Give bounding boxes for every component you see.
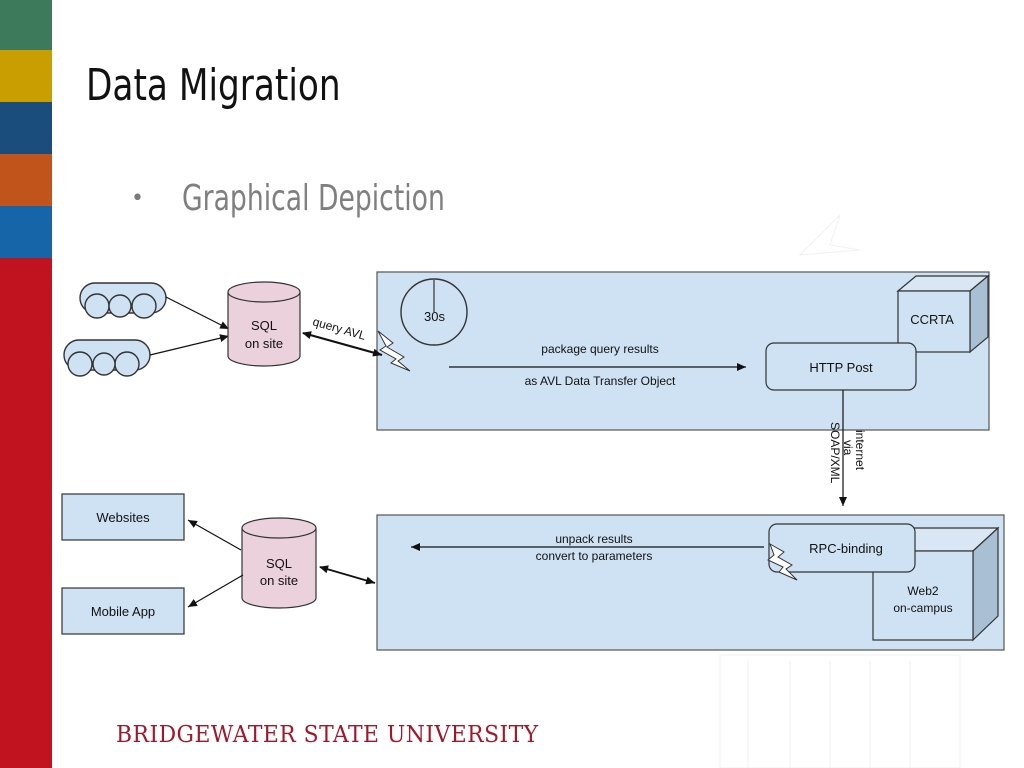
bus-icon [63,339,151,377]
web2-label: Web2 [907,584,938,598]
stripe-blue [0,206,52,258]
svg-text:SOAP/XML: SOAP/XML [828,422,842,484]
stripe-red [0,258,52,768]
bullet-text: Graphical Depiction [182,178,445,219]
svg-text:via: via [841,440,855,456]
database-bottom [241,517,317,609]
transport-label: internet [853,430,867,471]
rpc-binding-box [768,523,916,573]
transport-label: via [841,440,855,456]
ccrta-box [896,274,990,354]
http-post-box [765,342,917,391]
bus-icon [79,282,167,319]
transport-label: SOAP/XML [828,422,842,484]
mobile-app-label: Mobile App [91,604,155,619]
unpack-label: unpack results [555,532,632,546]
ccrta-label: CCRTA [910,312,954,327]
database-bottom-label: SQL [266,556,292,571]
database-bottom-label: on site [260,573,298,588]
unpack-label: convert to parameters [536,549,653,563]
slide-title: Data Migration [86,60,341,111]
university-footer: BRIDGEWATER STATE UNIVERSITY [116,722,539,748]
database-top-label: SQL [251,318,277,333]
timer-label: 30s [424,309,445,324]
package-label: package query results [541,342,658,356]
watermark-tower [719,214,961,768]
lightning-icon [377,330,411,372]
lightning-icon [767,542,798,581]
stripe-green [0,0,52,50]
database-top-label: on site [245,336,283,351]
websites-label: Websites [96,510,150,525]
stripe-navy [0,102,52,154]
mobile-app-box [61,587,185,635]
svg-text:internet: internet [853,430,867,471]
websites-box [61,493,185,541]
database-top [227,281,301,367]
web2-label: on-campus [893,601,952,615]
package-label: as AVL Data Transfer Object [525,374,676,388]
stripe-orange [0,154,52,206]
http-post-label: HTTP Post [809,360,873,375]
bullet-dot: • [131,186,144,211]
stripe-yellow [0,50,52,102]
rpc-binding-label: RPC-binding [809,541,883,556]
